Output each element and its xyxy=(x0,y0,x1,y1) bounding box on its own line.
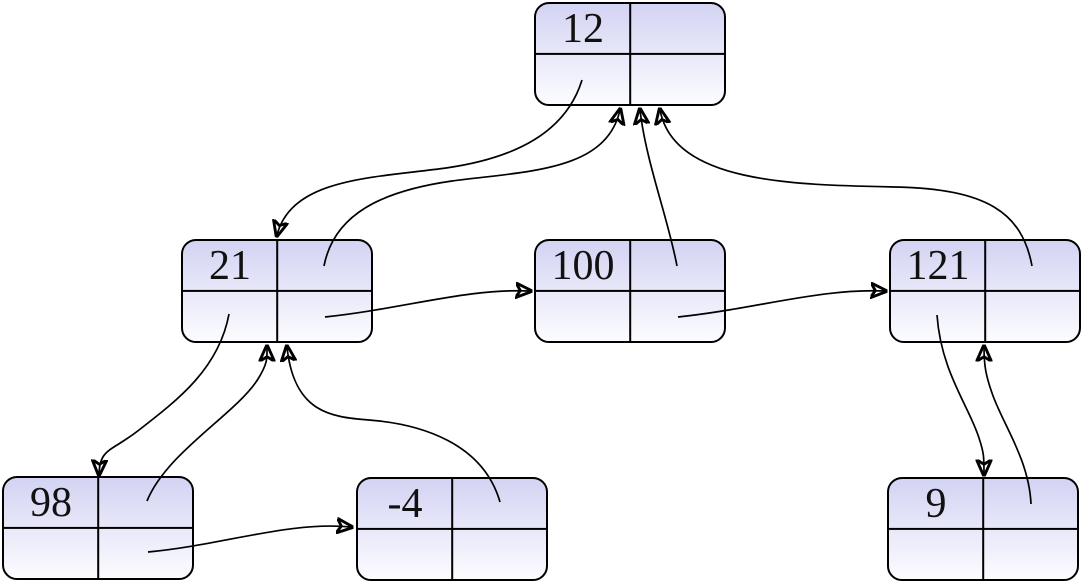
node--4: -4 xyxy=(356,477,548,581)
node-divider-vertical xyxy=(629,241,631,341)
node-100: 100 xyxy=(534,239,726,343)
node-value: 21 xyxy=(209,243,251,289)
node-divider-vertical xyxy=(984,241,986,341)
node-divider-vertical xyxy=(629,4,631,104)
node-divider-vertical xyxy=(982,479,984,579)
node-divider-vertical xyxy=(97,478,99,578)
node-divider-vertical xyxy=(451,479,453,579)
node-value: 121 xyxy=(906,243,970,289)
node-12: 12 xyxy=(534,2,726,106)
node-121: 121 xyxy=(889,239,1081,343)
node-21: 21 xyxy=(181,239,373,343)
arrow-child-12-to-21 xyxy=(277,79,583,235)
node-value: -4 xyxy=(387,481,423,527)
node-value: 98 xyxy=(30,480,72,526)
node-divider-vertical xyxy=(276,241,278,341)
node-value: 12 xyxy=(562,6,604,52)
node-value: 9 xyxy=(925,481,947,527)
node-98: 98 xyxy=(2,476,194,580)
node-9: 9 xyxy=(887,477,1079,581)
node-value: 100 xyxy=(551,243,615,289)
